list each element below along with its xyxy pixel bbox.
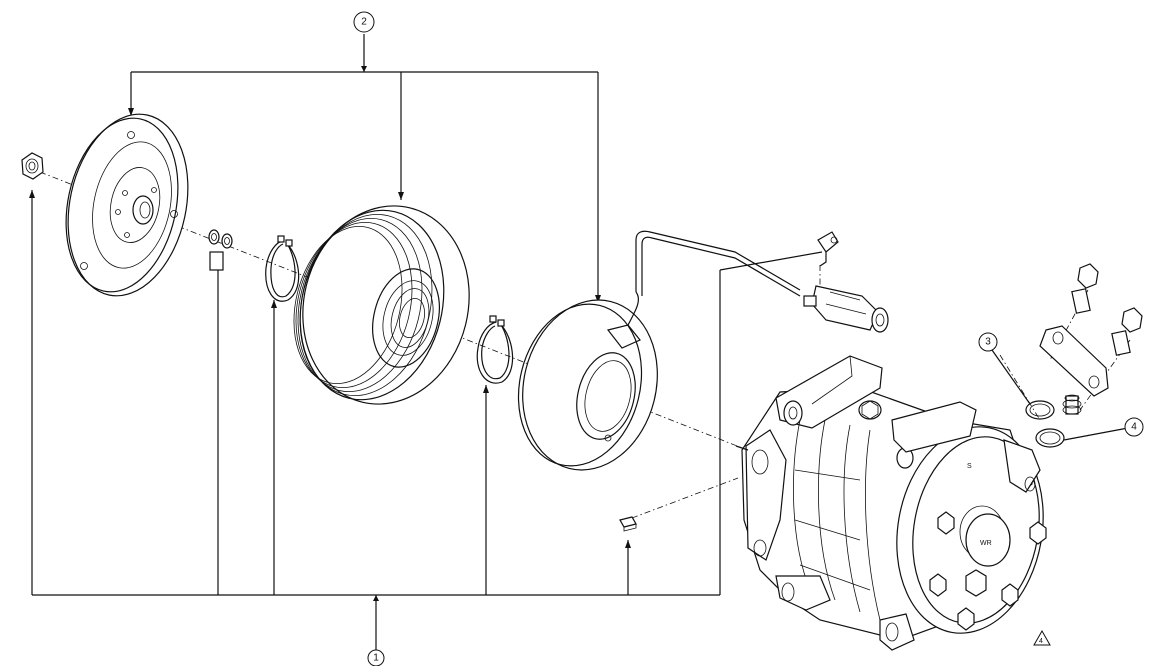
bracket-callout-1 bbox=[29, 190, 823, 651]
clutch-hub-plate bbox=[65, 113, 189, 297]
leader-callout-3 bbox=[991, 349, 1031, 405]
compressor-body: S WR bbox=[735, 355, 1047, 651]
flange-bolts bbox=[1071, 263, 1143, 356]
callout-1: 1 bbox=[367, 649, 385, 666]
svg-text:2: 2 bbox=[361, 17, 367, 28]
leader-callout-4 bbox=[1063, 427, 1129, 441]
woodruff-key bbox=[619, 516, 637, 532]
field-coil bbox=[517, 291, 658, 471]
wire-harness bbox=[635, 230, 889, 333]
connector-clip bbox=[817, 231, 839, 267]
note-triangle-marker: 4 bbox=[1033, 629, 1051, 646]
snap-ring-front bbox=[265, 235, 300, 302]
compressor-logo: WR bbox=[980, 540, 992, 547]
compressor-mark: S bbox=[967, 463, 972, 470]
snap-ring-rear bbox=[476, 315, 514, 384]
bracket-callout-2 bbox=[128, 34, 601, 303]
o-rings bbox=[1025, 400, 1065, 448]
hex-nut bbox=[21, 152, 44, 180]
svg-text:3: 3 bbox=[985, 337, 991, 348]
svg-text:1: 1 bbox=[373, 653, 379, 664]
charge-valve bbox=[1062, 394, 1082, 415]
pulley bbox=[293, 205, 470, 405]
callout-3: 3 bbox=[978, 332, 998, 352]
svg-text:4: 4 bbox=[1131, 422, 1137, 433]
svg-text:4: 4 bbox=[1039, 638, 1043, 645]
callout-4: 4 bbox=[1124, 417, 1144, 437]
callout-2: 2 bbox=[353, 11, 375, 33]
shim-washers bbox=[208, 229, 233, 271]
fitting-plate bbox=[1039, 325, 1109, 397]
